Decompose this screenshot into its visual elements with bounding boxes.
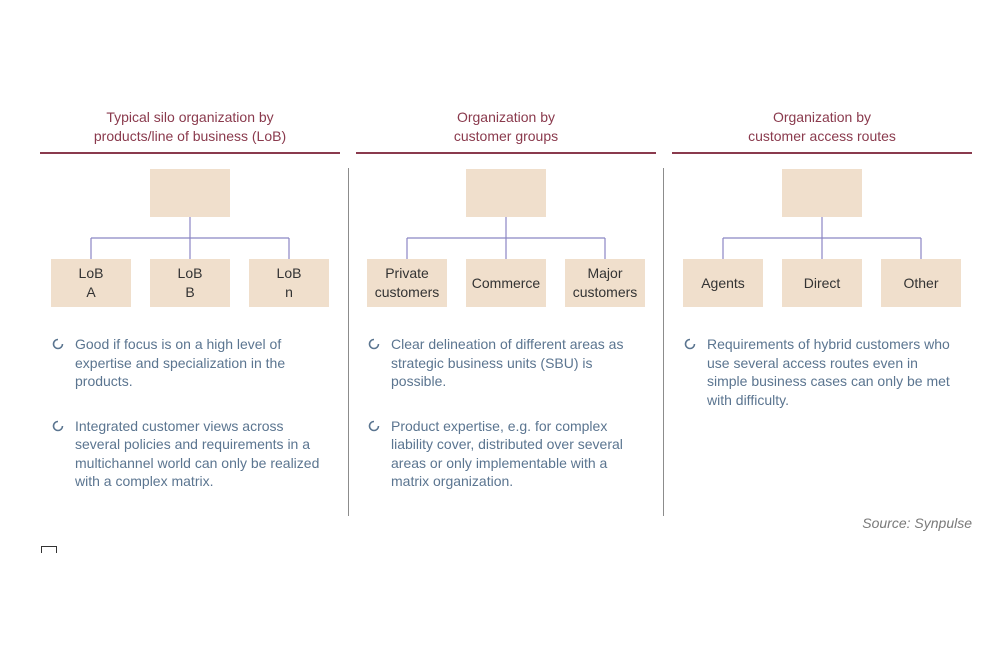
column-lob: Typical silo organization by products/li… bbox=[40, 0, 340, 650]
column-title-line: customer access routes bbox=[748, 128, 896, 144]
bullet-text: Integrated customer views across several… bbox=[75, 417, 320, 490]
child-label: Private bbox=[385, 265, 429, 281]
source-note: Source: Synpulse bbox=[862, 515, 972, 531]
bullet-list: Requirements of hybrid customers who use… bbox=[684, 335, 962, 435]
bullet-text: Clear delineation of different areas as … bbox=[391, 336, 624, 389]
column-title: Typical silo organization by products/li… bbox=[40, 108, 340, 146]
org-top-box bbox=[782, 169, 862, 217]
bullet-list: Good if focus is on a high level of expe… bbox=[52, 335, 330, 517]
child-label: LoB bbox=[78, 265, 104, 281]
org-child-box: Direct bbox=[782, 259, 862, 307]
org-connectors bbox=[90, 217, 290, 259]
column-customer-groups: Organization by customer groups Private c… bbox=[356, 0, 656, 650]
child-label: Agents bbox=[701, 274, 745, 291]
circular-arrow-icon bbox=[52, 338, 64, 350]
bullet-item: Requirements of hybrid customers who use… bbox=[684, 335, 962, 409]
org-child-box: LoB n bbox=[249, 259, 329, 307]
circular-arrow-icon bbox=[684, 338, 696, 350]
column-divider bbox=[348, 168, 349, 516]
column-title-line: customer groups bbox=[453, 128, 559, 144]
bullet-item: Integrated customer views across several… bbox=[52, 417, 330, 491]
column-title-line: Typical silo organization by bbox=[106, 109, 274, 125]
title-rule bbox=[356, 152, 656, 154]
child-label: LoB bbox=[276, 265, 302, 281]
corner-mark bbox=[41, 546, 57, 553]
circular-arrow-icon bbox=[368, 420, 380, 431]
column-title-line: products/line of business (LoB) bbox=[93, 128, 287, 144]
column-divider bbox=[663, 168, 664, 516]
column-title-line: Organization by bbox=[772, 109, 872, 125]
child-label: Commerce bbox=[471, 274, 541, 291]
column-title-line: Organization by bbox=[456, 109, 556, 125]
bullet-item: Good if focus is on a high level of expe… bbox=[52, 335, 330, 391]
child-label: B bbox=[185, 284, 195, 300]
org-child-box: Agents bbox=[683, 259, 763, 307]
org-connectors bbox=[722, 217, 922, 259]
org-child-box: LoB B bbox=[150, 259, 230, 307]
org-child-box: LoB A bbox=[51, 259, 131, 307]
child-label: Major bbox=[587, 265, 623, 281]
title-rule bbox=[40, 152, 340, 154]
circular-arrow-icon bbox=[368, 338, 380, 350]
org-child-box: Other bbox=[881, 259, 961, 307]
bullet-item: Product expertise, e.g. for complex liab… bbox=[368, 417, 646, 491]
title-rule bbox=[672, 152, 972, 154]
bullet-list: Clear delineation of different areas as … bbox=[368, 335, 646, 517]
child-label: A bbox=[86, 284, 96, 300]
bullet-text: Good if focus is on a high level of expe… bbox=[75, 336, 286, 389]
org-child-box: Major customers bbox=[565, 259, 645, 307]
child-label: n bbox=[285, 284, 293, 300]
org-child-box: Private customers bbox=[367, 259, 447, 307]
org-top-box bbox=[466, 169, 546, 217]
org-connectors bbox=[406, 217, 606, 259]
child-label: LoB bbox=[177, 265, 203, 281]
child-label: Other bbox=[903, 274, 939, 291]
child-label: customers bbox=[572, 284, 638, 300]
column-title: Organization by customer groups bbox=[356, 108, 656, 146]
bullet-text: Product expertise, e.g. for complex liab… bbox=[391, 417, 623, 490]
column-title: Organization by customer access routes bbox=[672, 108, 972, 146]
org-top-box bbox=[150, 169, 230, 217]
bullet-text: Requirements of hybrid customers who use… bbox=[707, 336, 950, 408]
column-access-routes: Organization by customer access routes A… bbox=[672, 0, 972, 650]
circular-arrow-icon bbox=[52, 420, 64, 431]
child-label: customers bbox=[374, 284, 440, 300]
child-label: Direct bbox=[803, 274, 841, 291]
bullet-item: Clear delineation of different areas as … bbox=[368, 335, 646, 391]
org-child-box: Commerce bbox=[466, 259, 546, 307]
